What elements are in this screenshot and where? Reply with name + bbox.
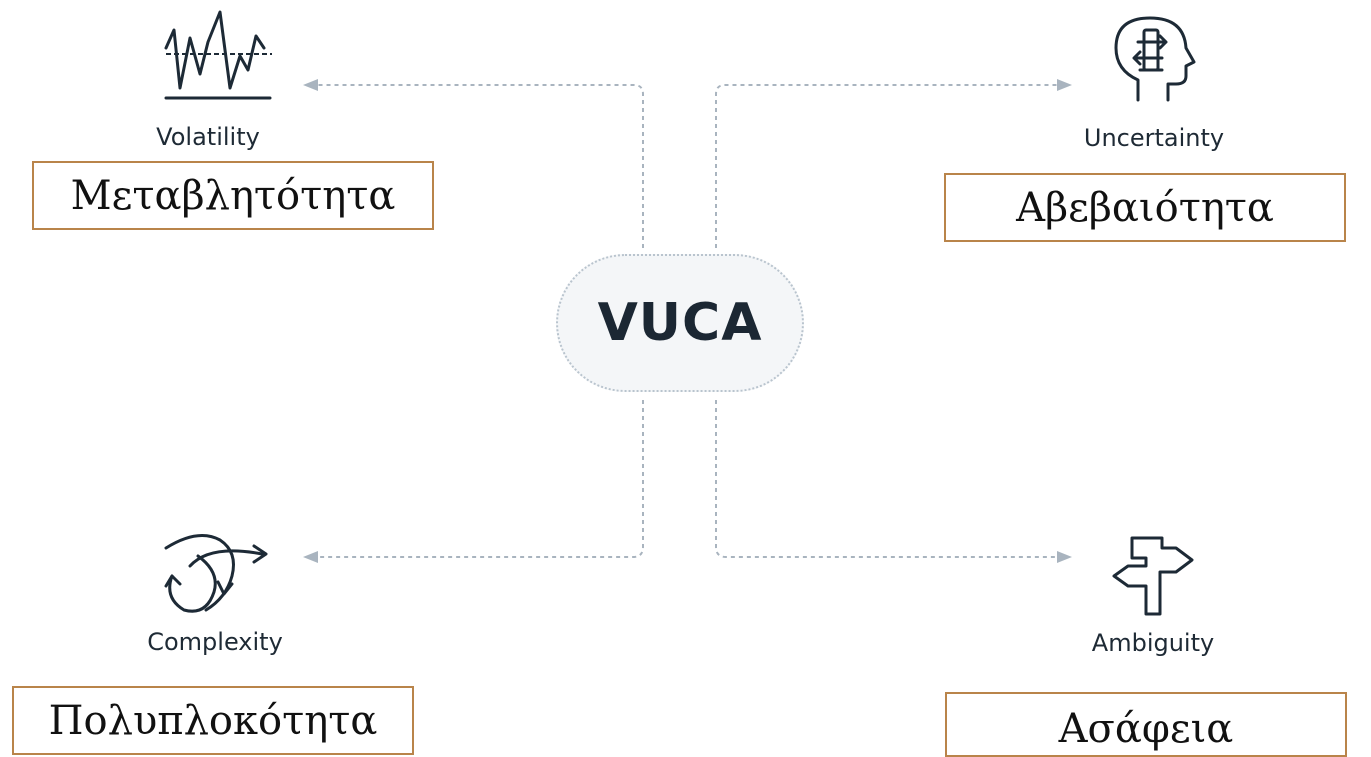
connector-ambiguity: [715, 400, 1060, 558]
uncertainty-greek-box: Αβεβαιότητα: [944, 173, 1346, 242]
ambiguity-label: Ambiguity: [1091, 629, 1215, 657]
arrowhead-ambiguity: [1057, 551, 1072, 563]
connector-uncertainty: [715, 84, 1060, 248]
arrowhead-volatility: [303, 79, 318, 91]
volatility-label: Volatility: [156, 123, 260, 151]
head-question-icon: [1114, 16, 1196, 102]
connector-complexity: [315, 400, 644, 558]
arrowhead-uncertainty: [1057, 79, 1072, 91]
connector-volatility: [315, 84, 644, 248]
signpost-icon: [1112, 536, 1194, 616]
tangled-arrows-icon: [164, 534, 268, 613]
complexity-label: Complexity: [147, 628, 283, 656]
volatility-greek-box: Μεταβλητότητα: [32, 161, 434, 230]
vuca-title: VUCA: [597, 293, 763, 353]
volatility-zigzag-icon: [164, 10, 272, 100]
arrowhead-complexity: [303, 551, 318, 563]
ambiguity-greek-box: Ασάφεια: [945, 692, 1347, 757]
vuca-center-node: VUCA: [556, 254, 804, 392]
uncertainty-label: Uncertainty: [1083, 124, 1225, 152]
complexity-greek-box: Πολυπλοκότητα: [12, 686, 414, 755]
